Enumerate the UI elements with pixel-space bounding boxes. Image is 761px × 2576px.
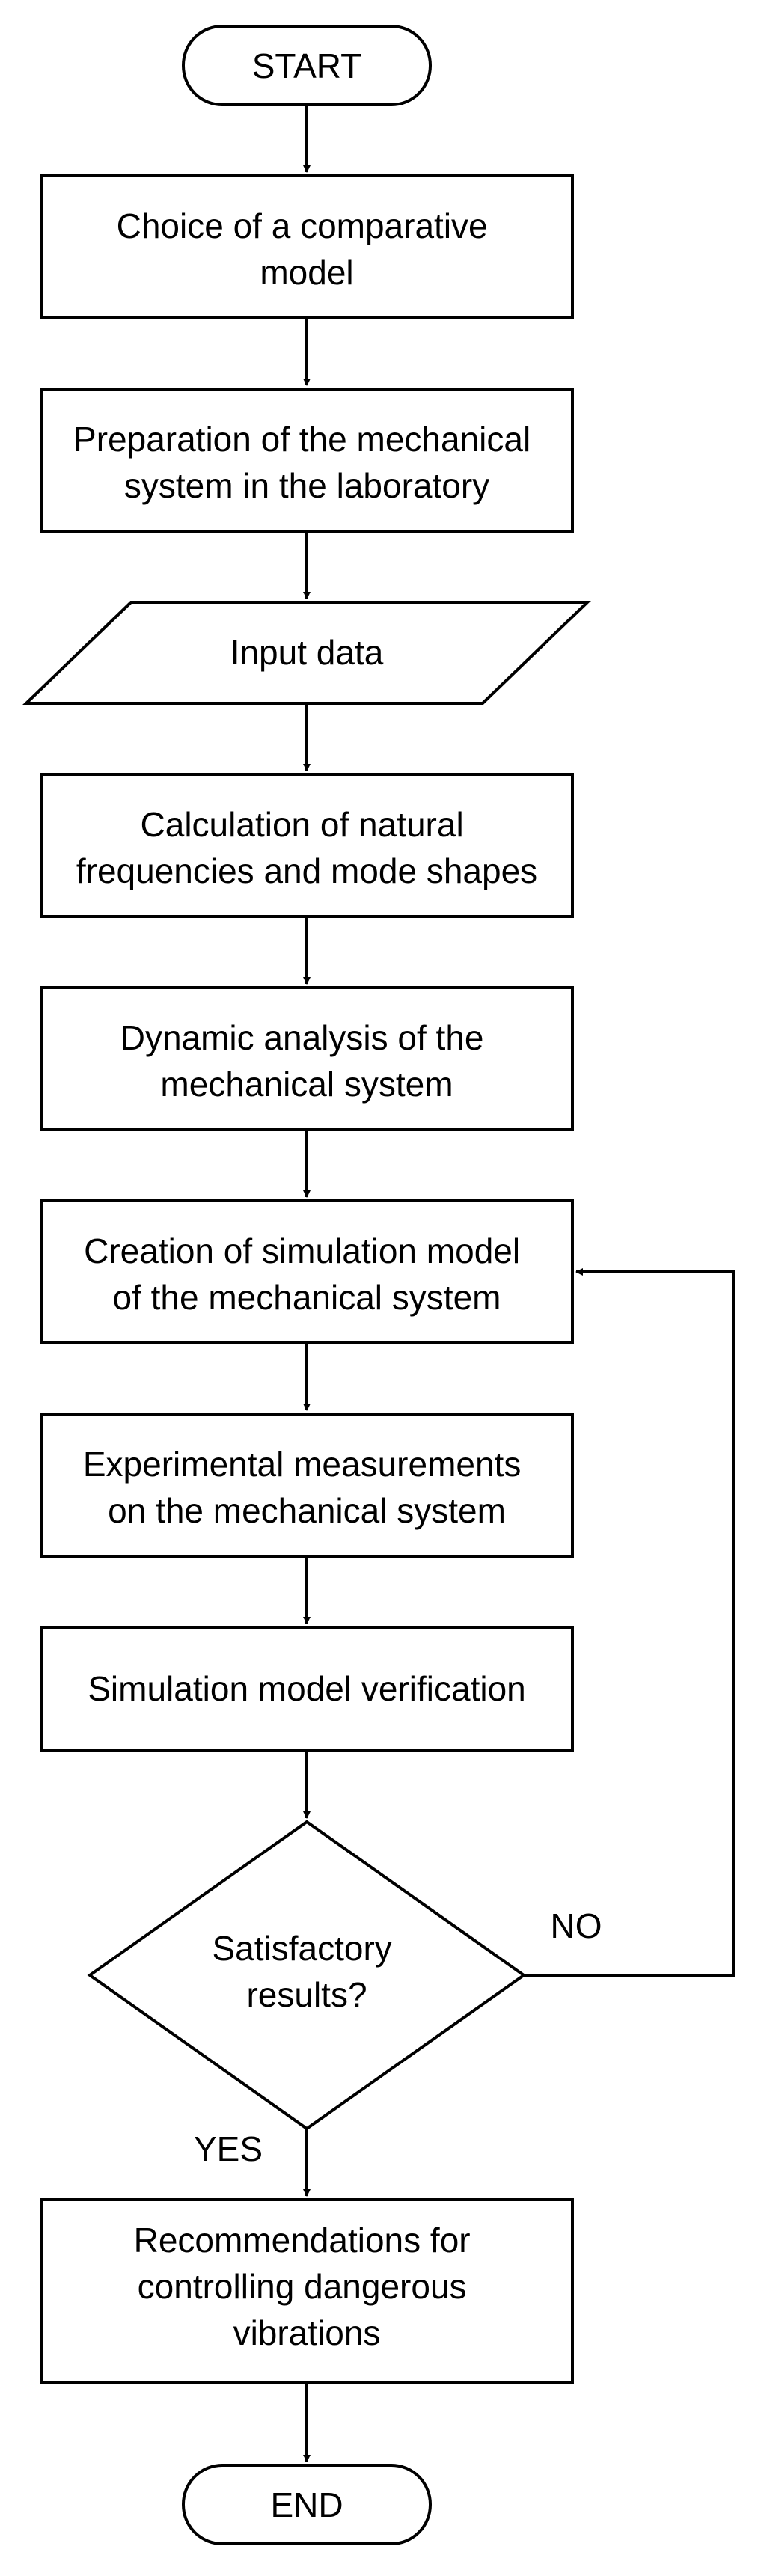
process-line: system in the laboratory xyxy=(124,466,489,505)
svg-text:Calculation of natural f: Calculation of natural frequencies and m… xyxy=(76,805,537,890)
process-line: Creation of simulation model xyxy=(84,1232,520,1270)
process-box-simulation-model: Creation of simulation model of the mech… xyxy=(40,1199,574,1344)
process-line: mechanical system xyxy=(160,1065,453,1104)
svg-text:Dynamic analysis of the: Dynamic analysis of the mechanical syste… xyxy=(120,1018,494,1104)
process-line: Choice of a comparative xyxy=(117,206,488,245)
svg-text:Creation of simulation model: Creation of simulation model of the mech… xyxy=(84,1232,530,1317)
end-terminator: END xyxy=(182,2464,432,2545)
connectors xyxy=(303,105,735,2462)
process-box-dynamic-analysis: Dynamic analysis of the mechanical syste… xyxy=(40,986,574,1131)
end-label: END xyxy=(270,2485,343,2524)
process-line: model xyxy=(260,253,353,292)
process-line: Experimental measurements xyxy=(83,1445,521,1484)
process-line: Calculation of natural xyxy=(141,805,464,844)
arrow-decision-no-loop-to-step-5 xyxy=(524,1268,735,1977)
svg-text:Preparation of the mechanical: Preparation of the mechanical system in … xyxy=(73,420,540,505)
svg-text:Recommendations for cont: Recommendations for controlling dangerou… xyxy=(134,2221,480,2352)
process-line: Simulation model verification xyxy=(88,1669,526,1708)
decision-diamond: Satisfactory results? NO YES xyxy=(87,1820,602,2168)
start-label: START xyxy=(252,46,362,85)
decision-line: Satisfactory xyxy=(212,1929,391,1968)
process-box-experimental-measurements: Experimental measurements on the mechani… xyxy=(40,1413,574,1558)
process-line: Preparation of the mechanical xyxy=(73,420,531,459)
process-line: Recommendations for xyxy=(134,2221,471,2260)
input-data-parallelogram: Input data xyxy=(22,601,591,705)
process-line: frequencies and mode shapes xyxy=(76,851,537,890)
process-line: controlling dangerous xyxy=(138,2267,467,2306)
process-line: on the mechanical system xyxy=(108,1491,506,1530)
start-terminator: START xyxy=(182,25,432,106)
svg-text:Choice of a comparative: Choice of a comparative model xyxy=(117,206,498,292)
process-line: Dynamic analysis of the xyxy=(120,1018,484,1057)
process-box-calculation: Calculation of natural frequencies and m… xyxy=(40,773,574,918)
process-box-recommendations: Recommendations for controlling dangerou… xyxy=(40,2198,574,2384)
svg-text:Satisfactory results?: Satisfactory results? xyxy=(212,1929,401,2014)
input-data-label: Input data xyxy=(230,633,384,672)
process-line: vibrations xyxy=(233,2313,381,2352)
process-box-choice-of-model: Choice of a comparative model xyxy=(40,174,574,319)
process-box-model-verification: Simulation model verification xyxy=(40,1626,574,1752)
decision-line: results? xyxy=(246,1975,367,2014)
decision-yes-label: YES xyxy=(194,2129,263,2168)
process-box-preparation: Preparation of the mechanical system in … xyxy=(40,388,574,533)
decision-no-label: NO xyxy=(551,1906,602,1945)
svg-text:Experimental measurements: Experimental measurements on the mechani… xyxy=(83,1445,531,1530)
process-line: of the mechanical system xyxy=(112,1278,501,1317)
